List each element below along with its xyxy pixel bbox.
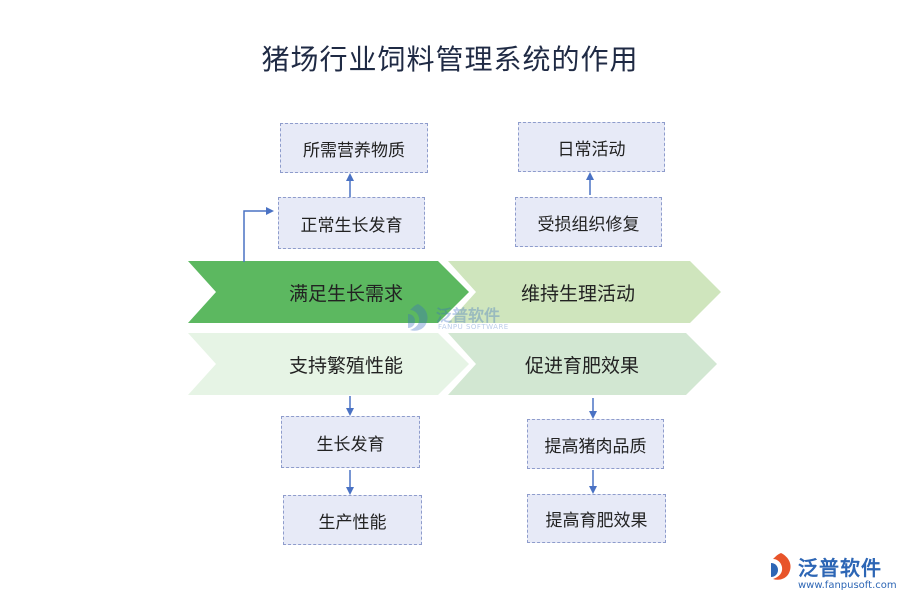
fanpu-logo-icon: [771, 553, 791, 580]
watermark-corner-url: www.fanpusoft.com: [798, 580, 897, 591]
chevron-label-meet-growth-needs: 满足生长需求: [288, 283, 403, 305]
box-growth: 生长发育: [281, 416, 420, 468]
chevron-shape: [188, 333, 469, 395]
chevron-shape: [188, 261, 469, 323]
box-tissue-repair: 受损组织修复: [515, 197, 662, 247]
watermark-center-sub: FANPU SOFTWARE: [438, 323, 509, 331]
diagram-title: 猪场行业饲料管理系统的作用: [261, 43, 639, 76]
chevron-label-promote-fattening: 促进育肥效果: [524, 355, 639, 377]
watermark-corner-name: 泛普软件: [798, 556, 882, 580]
chevron-shape: [448, 333, 717, 395]
box-nutrients: 所需营养物质: [280, 123, 428, 173]
box-daily-activity: 日常活动: [518, 122, 665, 172]
chevron-maintain-physiology: [448, 261, 721, 323]
box-meat-quality: 提高猪肉品质: [527, 419, 664, 469]
fanpu-logo-icon: [408, 304, 428, 331]
box-production-performance: 生产性能: [283, 495, 422, 545]
chevron-shape: [448, 261, 721, 323]
watermark-center-name: 泛普软件: [436, 306, 501, 325]
watermark-center: 泛普软件 FANPU SOFTWARE: [404, 300, 524, 340]
chevron-promote-fattening: [448, 333, 717, 395]
watermark-corner: 泛普软件 www.fanpusoft.com: [768, 552, 897, 596]
chevron-label-maintain-physiology: 维持生理活动: [520, 283, 635, 305]
box-fattening-effect: 提高育肥效果: [527, 494, 666, 543]
chevron-meet-growth-needs: [188, 261, 469, 323]
chevron-label-support-reproduction: 支持繁殖性能: [288, 355, 403, 377]
box-normal-growth: 正常生长发育: [278, 197, 425, 249]
arrow-growth-needs-to-normal-growth: [243, 207, 274, 262]
chevron-support-reproduction: [188, 333, 469, 395]
